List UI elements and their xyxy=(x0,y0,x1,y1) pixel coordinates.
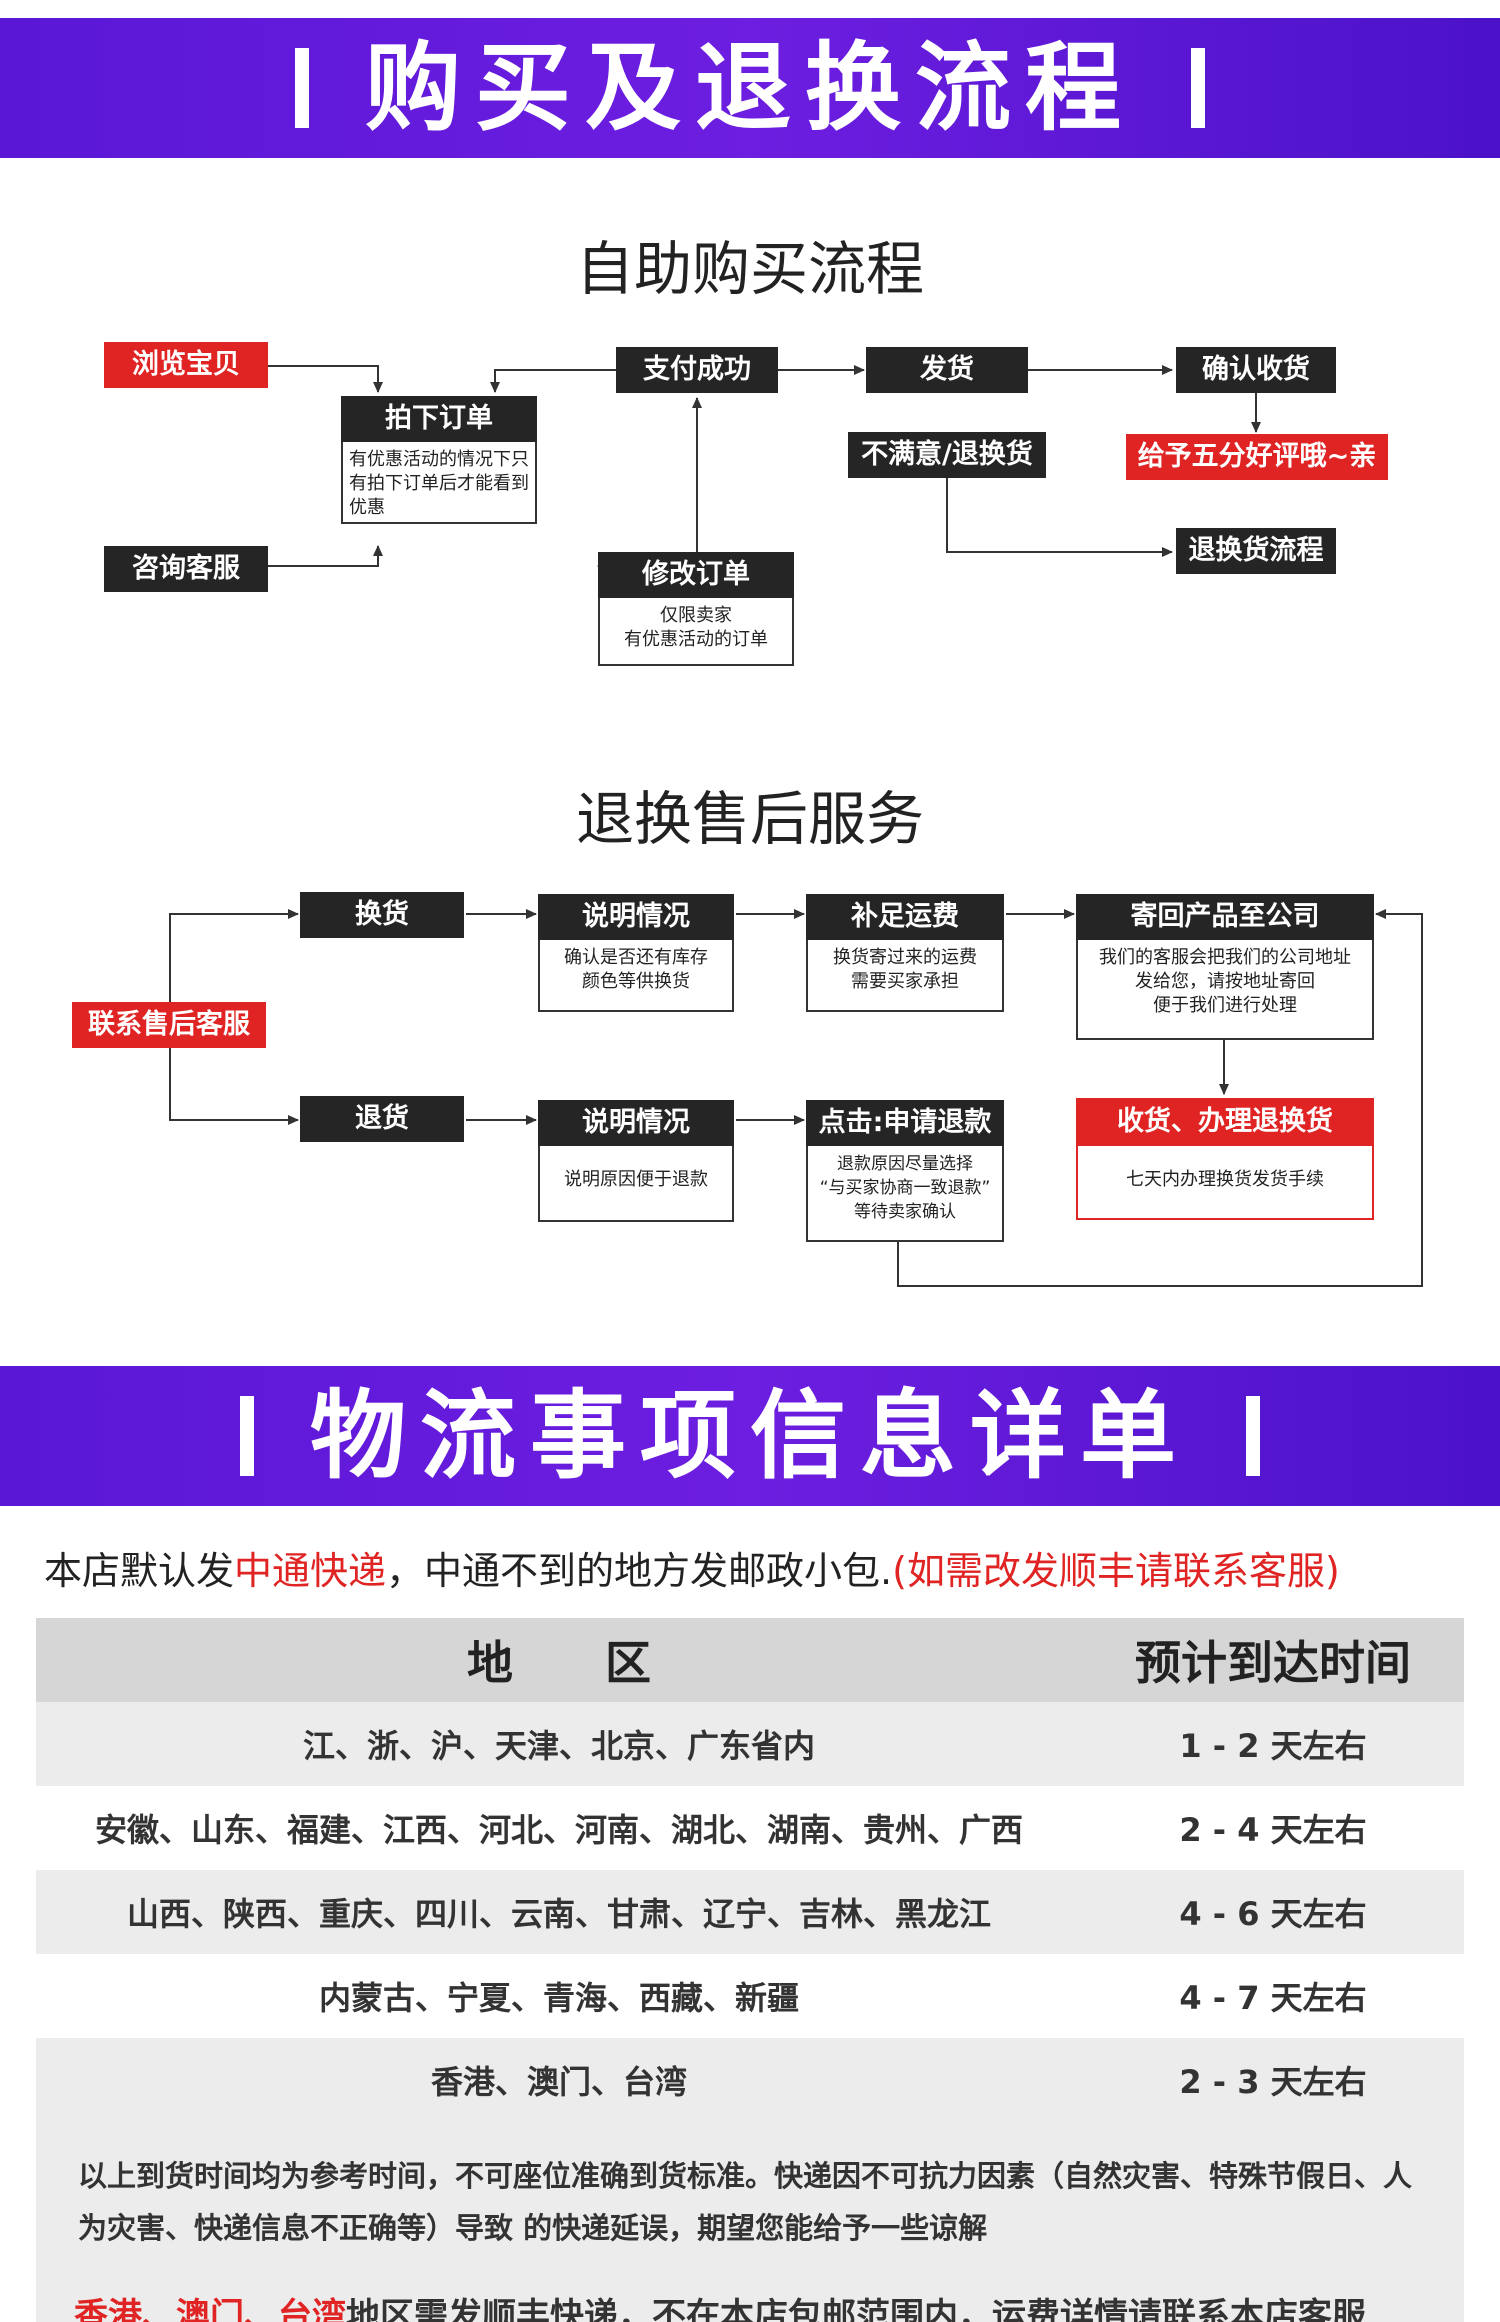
row-region: 江、浙、沪、天津、北京、广东省内 xyxy=(36,1702,1082,1786)
receive-desc: 七天内办理换货发货手续 xyxy=(1076,1146,1374,1220)
row-time: 4 - 7 天左右 xyxy=(1179,1979,1367,2017)
sendback-desc-1: 我们的客服会把我们的公司地址 xyxy=(1099,947,1351,968)
order-box: 拍下订单 有优惠活动的情况下只有拍下订单后才能看到优惠 xyxy=(341,396,537,524)
row-time: 4 - 6 天左右 xyxy=(1082,1870,1464,1954)
apply-desc-1: 退款原因尽量选择 xyxy=(837,1154,973,1174)
row-region: 山西、陕西、重庆、四川、云南、甘肃、辽宁、吉林、黑龙江 xyxy=(36,1870,1082,1954)
modify-box: 修改订单 仅限卖家 有优惠活动的订单 xyxy=(598,552,794,666)
table-row: 安徽、山东、福建、江西、河北、河南、湖北、湖南、贵州、广西 2 - 4 天左右 xyxy=(36,1786,1464,1870)
col-time: 预计到达时间 xyxy=(1082,1618,1464,1702)
receive-box: 收货、办理退换货 七天内办理换货发货手续 xyxy=(1076,1098,1374,1220)
banner2-bar-right xyxy=(1246,1396,1260,1476)
exchange-tag: 换货 xyxy=(300,892,464,938)
intro-part-c: ，中通不到的地方发邮政小包. xyxy=(386,1549,893,1593)
modify-title: 修改订单 xyxy=(598,552,794,598)
return-flow-tag: 退换货流程 xyxy=(1176,528,1336,574)
freight-box: 补足运费 换货寄过来的运费 需要买家承担 xyxy=(806,894,1004,1012)
unsatisfied-tag: 不满意/退换货 xyxy=(848,432,1046,478)
banner-purchase-return: 购买及退换流程 xyxy=(0,18,1500,158)
confirm-tag: 确认收货 xyxy=(1176,347,1336,393)
intro-part-a: 本店默认发 xyxy=(44,1549,235,1593)
explain-box-2: 说明情况 说明原因便于退款 xyxy=(538,1100,734,1222)
explain2-title: 说明情况 xyxy=(538,1100,734,1146)
contact-tag: 联系售后客服 xyxy=(72,1002,266,1048)
apply-desc-2: “与买家协商一致退款” xyxy=(819,1178,991,1198)
row-time: 2 - 3 天左右 xyxy=(1082,2038,1464,2122)
row-region: 安徽、山东、福建、江西、河北、河南、湖北、湖南、贵州、广西 xyxy=(94,1811,1023,1849)
intro-courier: 中通快递 xyxy=(234,1549,387,1593)
modify-desc-1: 仅限卖家 xyxy=(660,605,732,626)
banner-title: 购买及退换流程 xyxy=(365,32,1135,144)
bottom-text: 地区需发顺丰快递，不在本店包邮范围内，运费详情请联系本店客服 xyxy=(346,2296,1366,2322)
delivery-disclaimer: 以上到货时间均为参考时间，不可座位准确到货标准。快递因不可抗力因素（自然灾害、特… xyxy=(36,2122,1464,2280)
banner2-bar-left xyxy=(240,1396,254,1476)
sendback-desc-3: 便于我们进行处理 xyxy=(1153,995,1297,1016)
col-region: 地 区 xyxy=(36,1618,1082,1702)
intro-note: (如需改发顺丰请联系客服) xyxy=(892,1549,1340,1593)
modify-desc: 仅限卖家 有优惠活动的订单 xyxy=(598,598,794,666)
explain1-desc: 确认是否还有库存 颜色等供换货 xyxy=(538,940,734,1012)
apply-desc-3: 等待卖家确认 xyxy=(854,1202,956,1222)
table-header-row: 地 区 预计到达时间 xyxy=(36,1618,1464,1702)
banner-bar-left xyxy=(295,48,309,128)
freight-desc-1: 换货寄过来的运费 xyxy=(833,947,977,968)
explain2-desc: 说明原因便于退款 xyxy=(538,1146,734,1222)
order-desc: 有优惠活动的情况下只有拍下订单后才能看到优惠 xyxy=(341,442,537,524)
table-row: 内蒙古、宁夏、青海、西藏、新疆 4 - 7 天左右 xyxy=(36,1954,1464,2038)
logistics-intro: 本店默认发中通快递，中通不到的地方发邮政小包.(如需改发顺丰请联系客服) xyxy=(44,1540,1340,1595)
apply-title: 点击:申请退款 xyxy=(806,1100,1004,1146)
sendback-title: 寄回产品至公司 xyxy=(1076,894,1374,940)
browse-tag: 浏览宝贝 xyxy=(104,342,268,388)
freight-desc-2: 需要买家承担 xyxy=(851,971,959,992)
refund-tag: 退货 xyxy=(300,1096,464,1142)
explain-box-1: 说明情况 确认是否还有库存 颜色等供换货 xyxy=(538,894,734,1012)
table-row: 江、浙、沪、天津、北京、广东省内 1 - 2 天左右 xyxy=(36,1702,1464,1786)
row-region: 香港、澳门、台湾 xyxy=(36,2038,1082,2122)
explain1-desc-2: 颜色等供换货 xyxy=(582,971,690,992)
apply-desc: 退款原因尽量选择 “与买家协商一致退款” 等待卖家确认 xyxy=(806,1146,1004,1242)
sendback-box: 寄回产品至公司 我们的客服会把我们的公司地址 发给您，请按地址寄回 便于我们进行… xyxy=(1076,894,1374,1040)
ship-tag: 发货 xyxy=(866,347,1028,393)
praise-tag: 给予五分好评哦~亲 xyxy=(1126,434,1388,480)
explain1-title: 说明情况 xyxy=(538,894,734,940)
receive-title: 收货、办理退换货 xyxy=(1076,1098,1374,1146)
row-time: 1 - 2 天左右 xyxy=(1082,1702,1464,1786)
modify-desc-2: 有优惠活动的订单 xyxy=(624,629,768,650)
hk-macau-taiwan-note: 香港、澳门、台湾地区需发顺丰快递，不在本店包邮范围内，运费详情请联系本店客服 xyxy=(36,2280,1464,2322)
banner-bar-right xyxy=(1191,48,1205,128)
table-row: 香港、澳门、台湾 2 - 3 天左右 xyxy=(36,2038,1464,2122)
table-row: 山西、陕西、重庆、四川、云南、甘肃、辽宁、吉林、黑龙江 4 - 6 天左右 xyxy=(36,1870,1464,1954)
freight-title: 补足运费 xyxy=(806,894,1004,940)
shipping-table: 地 区 预计到达时间 江、浙、沪、天津、北京、广东省内 1 - 2 天左右 安徽… xyxy=(36,1618,1464,2122)
row-time: 2 - 4 天左右 xyxy=(1179,1811,1367,1849)
banner2-title: 物流事项信息详单 xyxy=(310,1380,1190,1492)
section-title-after: 退换售后服务 xyxy=(575,785,924,853)
pay-tag: 支付成功 xyxy=(616,347,778,393)
banner-logistics: 物流事项信息详单 xyxy=(0,1366,1500,1506)
sendback-desc-2: 发给您，请按地址寄回 xyxy=(1135,971,1315,992)
bottom-regions: 香港、澳门、台湾 xyxy=(74,2296,346,2322)
freight-desc: 换货寄过来的运费 需要买家承担 xyxy=(806,940,1004,1012)
apply-box: 点击:申请退款 退款原因尽量选择 “与买家协商一致退款” 等待卖家确认 xyxy=(806,1100,1004,1242)
consult-tag: 咨询客服 xyxy=(104,546,268,592)
order-title: 拍下订单 xyxy=(341,396,537,442)
sendback-desc: 我们的客服会把我们的公司地址 发给您，请按地址寄回 便于我们进行处理 xyxy=(1076,940,1374,1040)
row-region: 内蒙古、宁夏、青海、西藏、新疆 xyxy=(318,1979,799,2017)
section-title-buy: 自助购买流程 xyxy=(575,235,924,303)
explain1-desc-1: 确认是否还有库存 xyxy=(564,947,708,968)
